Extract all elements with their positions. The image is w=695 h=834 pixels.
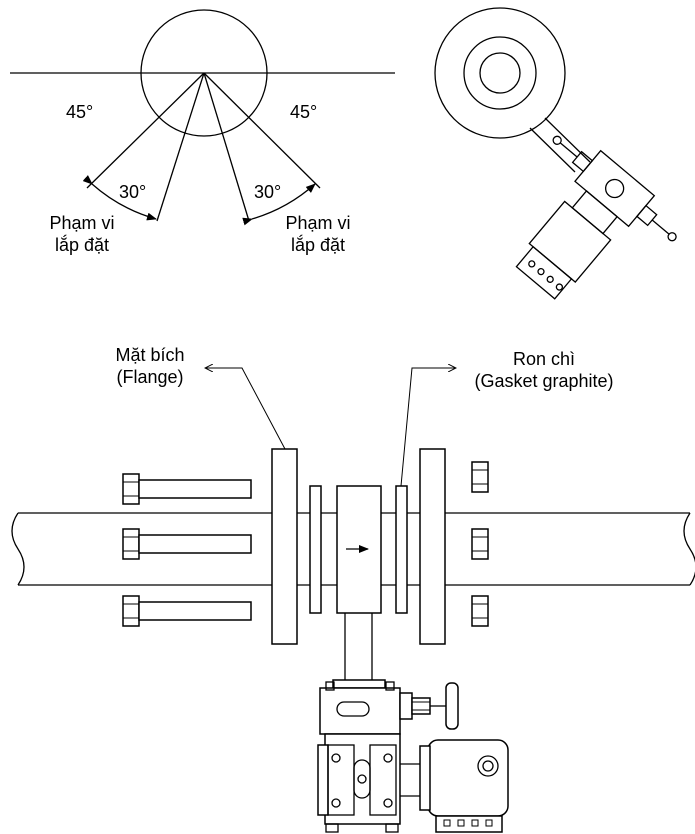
- range-line1: Phạm vi: [49, 213, 115, 233]
- right-45-label: 45°: [290, 102, 318, 122]
- hex-bolt-icon: [122, 473, 252, 505]
- pipe-cross-section: [140, 9, 268, 137]
- flange-callout: Mặt bích (Flange): [100, 344, 200, 388]
- hex-bolt-icon: [122, 528, 252, 560]
- left-45-label: 45°: [66, 102, 94, 122]
- range-line2: lắp đặt: [54, 235, 110, 255]
- flange-label: Mặt bích: [115, 345, 185, 365]
- gasket-callout: Ron chì (Gasket graphite): [448, 348, 640, 392]
- gasket-label: Ron chì: [512, 349, 576, 369]
- left-gasket: [309, 485, 322, 614]
- right-gasket: [395, 485, 408, 614]
- angle-diagram: [10, 9, 395, 226]
- hex-nut-icon: [471, 595, 489, 627]
- flange-leader: [205, 368, 286, 450]
- left-range-label: Phạm vi lắp đặt: [32, 212, 132, 256]
- angle-arc-icon: [242, 183, 316, 226]
- gasket-label-en: (Gasket graphite): [474, 371, 614, 391]
- transmitter-housing-icon: [528, 200, 612, 284]
- right-range-label: Phạm vi lắp đặt: [268, 212, 368, 256]
- valve-handwheel-icon: [399, 682, 459, 730]
- transmitter-housing-icon: [317, 733, 509, 833]
- range-line1: Phạm vi: [285, 213, 351, 233]
- angle-arc-icon: [82, 175, 157, 221]
- left-30-label: 30°: [119, 182, 147, 202]
- pipe-assembly: [11, 448, 695, 833]
- flange-label-en: (Flange): [116, 367, 184, 387]
- range-line2: lắp đặt: [290, 235, 346, 255]
- right-30-label: 30°: [254, 182, 282, 202]
- hex-bolt-icon: [122, 595, 252, 627]
- hex-nut-icon: [471, 461, 489, 493]
- hex-nut-icon: [471, 528, 489, 560]
- left-flange: [271, 448, 298, 645]
- orifice-top-view: [434, 7, 677, 300]
- callout-leaders: [205, 368, 456, 487]
- gasket-leader: [400, 368, 456, 487]
- right-flange: [419, 448, 446, 645]
